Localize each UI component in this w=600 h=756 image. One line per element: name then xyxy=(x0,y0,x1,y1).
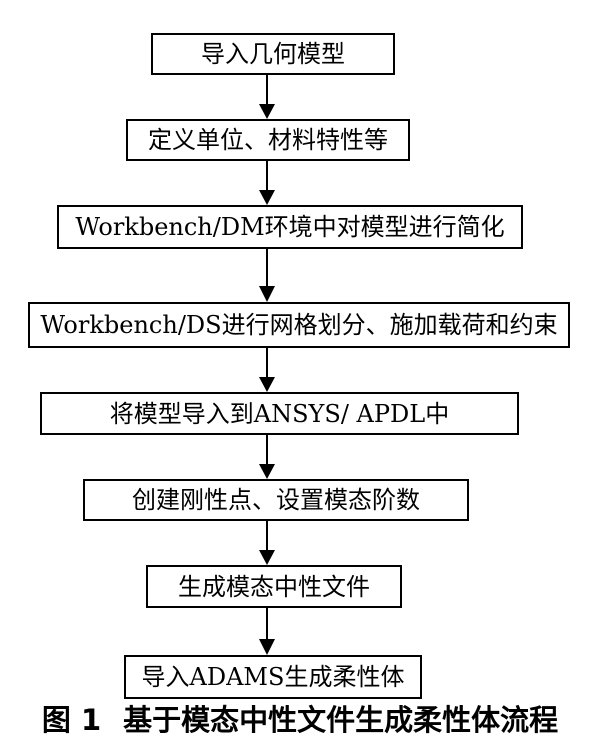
arrowhead-icon xyxy=(259,286,275,302)
step-import-to-ansys-apdl-box: 将模型导入到ANSYS/ APDL中 xyxy=(40,392,519,435)
step-label: Workbench/DM环境中对模型进行简化 xyxy=(75,213,505,241)
step-ds-mesh-loads-constraints-box: Workbench/DS进行网格划分、施加载荷和约束 xyxy=(28,302,570,348)
arrowhead-icon xyxy=(259,550,275,565)
step-label: 定义单位、材料特性等 xyxy=(148,126,388,154)
arrowhead-icon xyxy=(259,104,275,119)
arrowhead-icon xyxy=(259,639,275,655)
arrowhead-icon xyxy=(259,190,275,205)
step-import-geometry-box: 导入几何模型 xyxy=(151,33,395,75)
step-dm-simplify-model-box: Workbench/DM环境中对模型进行简化 xyxy=(57,205,523,249)
step-import-adams-flexible-body-box: 导入ADAMS生成柔性体 xyxy=(124,655,422,699)
step-label: 导入几何模型 xyxy=(201,40,345,68)
step-define-units-materials-box: 定义单位、材料特性等 xyxy=(126,119,410,161)
arrowhead-icon xyxy=(259,377,275,392)
figure-title: 基于模态中性文件生成柔性体流程 xyxy=(123,703,559,737)
figure-number: 图 1 xyxy=(41,703,102,737)
figure-caption: 图 1 基于模态中性文件生成柔性体流程 xyxy=(0,706,600,735)
step-label: Workbench/DS进行网格划分、施加载荷和约束 xyxy=(40,311,558,339)
step-label: 创建刚性点、设置模态阶数 xyxy=(132,486,420,514)
step-label: 将模型导入到ANSYS/ APDL中 xyxy=(109,399,450,428)
step-label: 生成模态中性文件 xyxy=(178,572,370,601)
step-label: 导入ADAMS生成柔性体 xyxy=(141,663,405,691)
step-generate-modal-neutral-file-box: 生成模态中性文件 xyxy=(146,565,402,608)
arrowhead-icon xyxy=(259,464,275,479)
step-rigid-points-modal-order-box: 创建刚性点、设置模态阶数 xyxy=(83,479,469,521)
